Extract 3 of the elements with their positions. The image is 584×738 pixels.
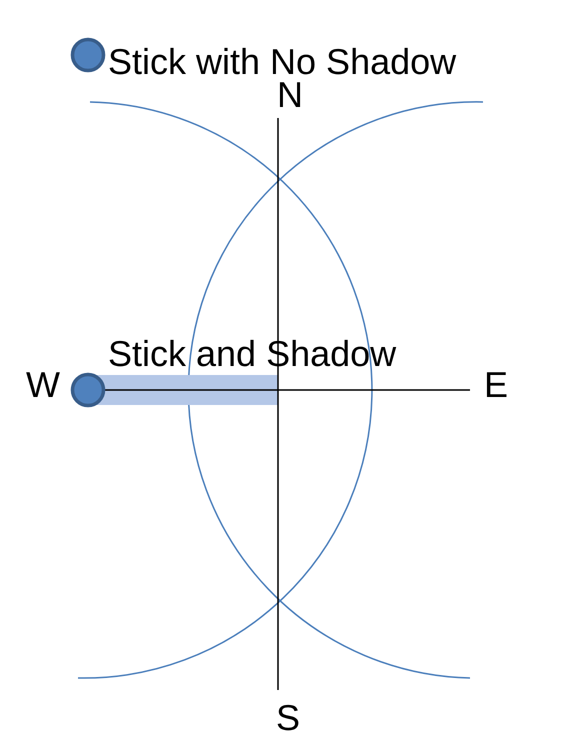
compass-label: S (276, 698, 300, 738)
compass-label: W (26, 365, 60, 405)
compass-label: E (484, 365, 508, 405)
